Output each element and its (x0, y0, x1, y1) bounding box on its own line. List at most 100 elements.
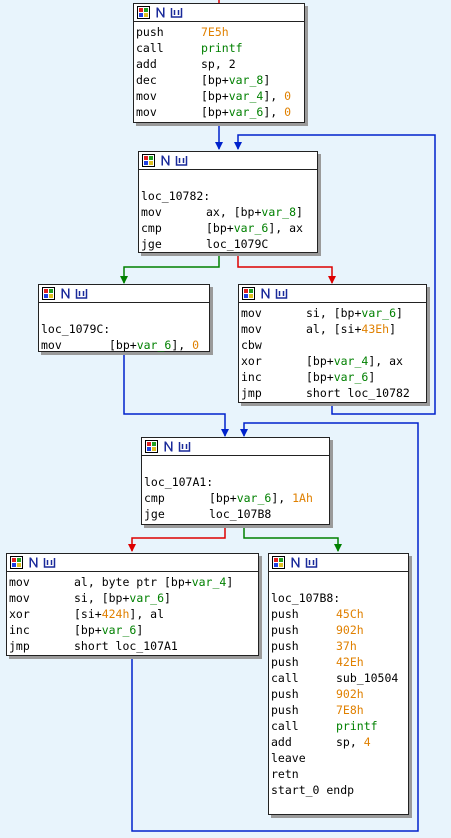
operand-token[interactable]: sub_10504 (336, 671, 399, 685)
xref-icon[interactable] (170, 6, 183, 19)
operand-token[interactable]: var_6 (361, 306, 397, 320)
operand-token[interactable]: printf (201, 41, 243, 55)
graph-node-grid-icon[interactable] (272, 556, 285, 569)
asm-line[interactable]: call printf (271, 718, 408, 734)
operand-token[interactable]: printf (336, 719, 378, 733)
asm-line[interactable]: xor[bp+var_4], ax (241, 353, 426, 369)
operand-token[interactable]: loc_107B8 (209, 507, 272, 521)
node-header[interactable] (269, 554, 408, 572)
node-header[interactable] (139, 152, 317, 170)
asm-line[interactable]: mov[bp+var_4], 0 (136, 88, 304, 104)
operand-token[interactable]: loc_1079C (206, 237, 269, 251)
xref-icon[interactable] (175, 154, 188, 167)
operand-token[interactable]: var_6 (333, 370, 369, 384)
n-icon[interactable] (27, 556, 40, 569)
asm-line[interactable]: cbw (241, 337, 426, 353)
asm-line[interactable]: retn (271, 766, 408, 782)
node-header[interactable] (134, 4, 304, 22)
n-icon[interactable] (162, 440, 175, 453)
operand-token[interactable]: var_8 (228, 73, 264, 87)
operand-token[interactable]: var_6 (236, 491, 272, 505)
operand-token[interactable]: var_8 (261, 205, 297, 219)
operand-token[interactable]: short loc_10782 (306, 386, 410, 400)
xref-icon[interactable] (305, 556, 318, 569)
graph-node-grid-icon[interactable] (242, 287, 255, 300)
graph-node-grid-icon[interactable] (142, 154, 155, 167)
operand-token[interactable]: var_4 (333, 354, 369, 368)
xref-icon[interactable] (43, 556, 56, 569)
code-label[interactable]: loc_1079C: (41, 322, 111, 336)
operand-token: ] (296, 205, 303, 219)
n-icon[interactable] (159, 154, 172, 167)
asm-line[interactable]: leave (271, 750, 408, 766)
graph-node-grid-icon[interactable] (10, 556, 23, 569)
n-icon[interactable] (59, 287, 72, 300)
asm-line[interactable]: xor[si+424h], al (9, 606, 258, 622)
blank-line (141, 172, 317, 188)
operand-token[interactable]: var_4 (191, 575, 227, 589)
n-icon[interactable] (154, 6, 167, 19)
graph-node-loc-1079c[interactable]: loc_1079C:mov[bp+var_6], 0 (38, 284, 210, 352)
operand-token[interactable]: short loc_107A1 (74, 639, 178, 653)
code-label[interactable]: loc_107A1: (144, 475, 214, 489)
asm-line[interactable]: inc[bp+var_6] (241, 369, 426, 385)
asm-line[interactable]: cmp[bp+var_6], 1Ah (144, 490, 329, 506)
asm-line[interactable]: inc[bp+var_6] (9, 622, 258, 638)
node-header[interactable] (39, 285, 209, 303)
xref-icon[interactable] (178, 440, 191, 453)
node-header[interactable] (142, 438, 329, 456)
graph-node-grid-icon[interactable] (42, 287, 55, 300)
xref-icon[interactable] (275, 287, 288, 300)
graph-node-grid-icon[interactable] (137, 6, 150, 19)
asm-line[interactable]: start_0 endp (271, 782, 408, 798)
operand-token[interactable]: var_6 (228, 105, 264, 119)
node-header[interactable] (239, 285, 426, 303)
operand-token[interactable]: var_6 (129, 591, 165, 605)
asm-line[interactable]: mov[bp+var_6], 0 (41, 337, 209, 353)
n-icon[interactable] (259, 287, 272, 300)
asm-line[interactable]: cmp[bp+var_6], ax (141, 220, 317, 236)
operand-token: sp, 2 (201, 57, 236, 71)
operand-token[interactable]: var_6 (101, 623, 137, 637)
operand-token[interactable]: var_6 (233, 221, 269, 235)
graph-node-grid-icon[interactable] (145, 440, 158, 453)
code-label[interactable]: loc_107B8: (271, 591, 341, 605)
code-label[interactable]: loc_10782: (141, 189, 211, 203)
operand-token: 37h (336, 639, 357, 653)
operand-token[interactable]: var_4 (228, 89, 264, 103)
n-icon[interactable] (289, 556, 302, 569)
operand-token: 4 (363, 735, 371, 749)
operand-token[interactable]: var_6 (136, 338, 172, 352)
node-header[interactable] (7, 554, 258, 572)
asm-line[interactable]: mov[bp+var_6], 0 (136, 104, 304, 120)
asm-line[interactable]: dec[bp+var_8] (136, 72, 304, 88)
mnemonic: call (271, 719, 299, 733)
xref-icon[interactable] (75, 287, 88, 300)
